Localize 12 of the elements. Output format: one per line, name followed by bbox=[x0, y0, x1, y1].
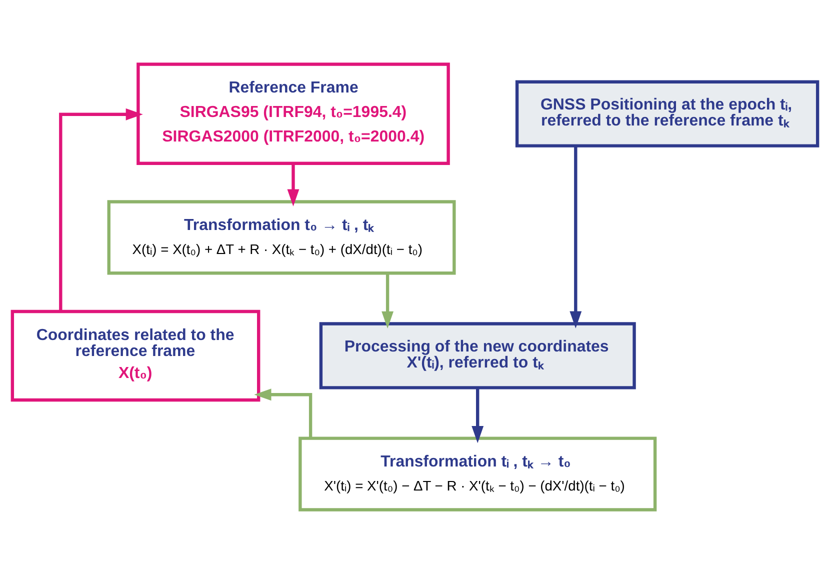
arrow bbox=[59, 108, 143, 312]
node-box: Reference Frame SIRGAS95 (ITRF94, t₀=1995.4) SIRGAS2000 (ITRF2000, t₀=2000.4) bbox=[136, 62, 450, 165]
arrow bbox=[472, 388, 484, 444]
node-box: Processing of the new coordinates X'(tᵢ), referred to tₖ bbox=[319, 322, 636, 390]
node-box: Transformation t₀ → tᵢ , tₖ X(tᵢ) = X(t₀) + ΔT + R · X(tₖ − t₀) + (dX/dt)(tᵢ − t₀) bbox=[107, 200, 456, 275]
arrow bbox=[570, 146, 582, 328]
arrow bbox=[287, 163, 300, 206]
arrow bbox=[382, 273, 394, 328]
node-box: Coordinates related to the reference frame X(t₀) bbox=[10, 310, 260, 402]
node-box: GNSS Positioning at the epoch tᵢ, referred to the reference frame tₖ bbox=[515, 80, 820, 148]
arrow bbox=[254, 388, 312, 438]
node-box: Transformation tᵢ , tₖ → t₀ X'(tᵢ) = X'(t₀) − ΔT − R · X'(tₖ − t₀) − (dX'/dt)(tᵢ − t₀) bbox=[298, 436, 657, 512]
